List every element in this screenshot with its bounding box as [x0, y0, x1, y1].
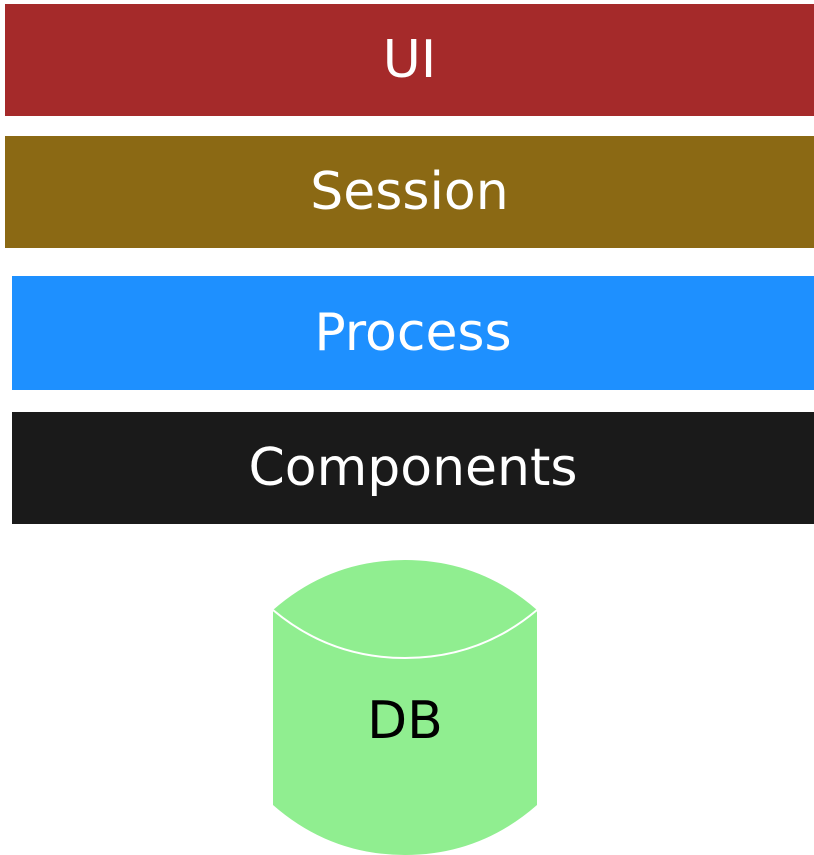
layer-ui: UI — [5, 4, 814, 116]
layer-session: Session — [5, 136, 814, 248]
layer-session-label: Session — [310, 162, 509, 222]
database-label: DB — [367, 691, 443, 751]
layer-process-label: Process — [314, 303, 512, 363]
layer-ui-label: UI — [382, 30, 437, 90]
database-icon — [272, 560, 538, 855]
database-body — [273, 560, 537, 855]
layer-process: Process — [12, 276, 814, 390]
database-rim — [272, 609, 538, 660]
layer-components-label: Components — [248, 438, 578, 498]
database-cylinder: DB — [270, 560, 540, 855]
layer-components: Components — [12, 412, 814, 524]
